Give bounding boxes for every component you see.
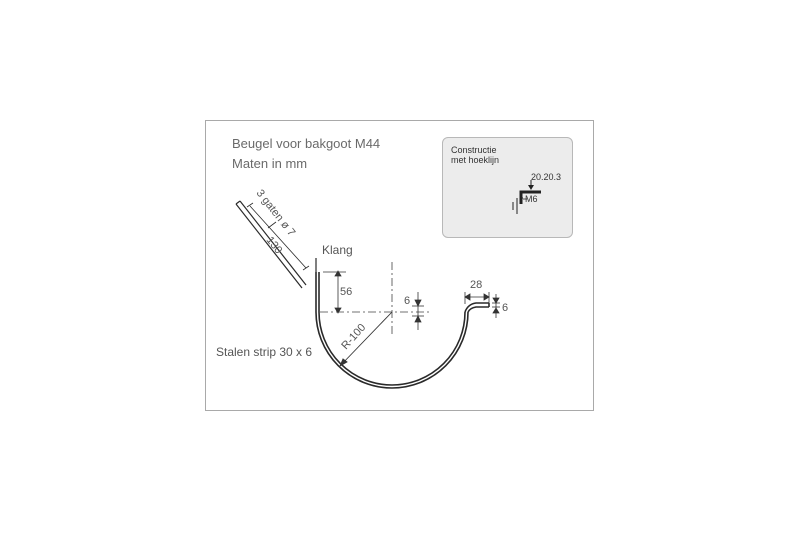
dimension-56 — [323, 270, 346, 314]
drawing-title: Beugel voor bakgoot M44 — [232, 136, 381, 151]
strip-label: Stalen strip 30 x 6 — [216, 345, 312, 359]
bracket-arm — [235, 200, 310, 289]
dimension-6-lip — [492, 294, 500, 318]
inset-bolt-label: M6 — [525, 194, 538, 204]
center-offset-label: 6 — [404, 295, 410, 307]
dimension-28 — [464, 292, 490, 304]
radius-label: R-100 — [339, 322, 368, 352]
inset-angle-profile — [512, 180, 541, 214]
dimension-6-center — [412, 292, 424, 330]
drop-label: 56 — [340, 286, 352, 298]
lip-width-label: 28 — [470, 279, 482, 291]
bracket-profile — [315, 272, 490, 389]
clamp-label: Klang — [322, 243, 353, 257]
inset-heading-line1: Constructie — [451, 145, 497, 155]
lip-height-label: 6 — [502, 302, 508, 314]
inset-heading-line2: met hoeklijn — [451, 155, 500, 165]
holes-label: 3 gaten ø 7 — [254, 187, 298, 238]
drawing-units: Maten in mm — [232, 156, 308, 171]
radius-line — [339, 311, 393, 368]
inset-profile-label: 20.20.3 — [531, 172, 562, 182]
construction-inset: Constructie met hoeklijn 20.20.3 M6 — [442, 137, 573, 238]
